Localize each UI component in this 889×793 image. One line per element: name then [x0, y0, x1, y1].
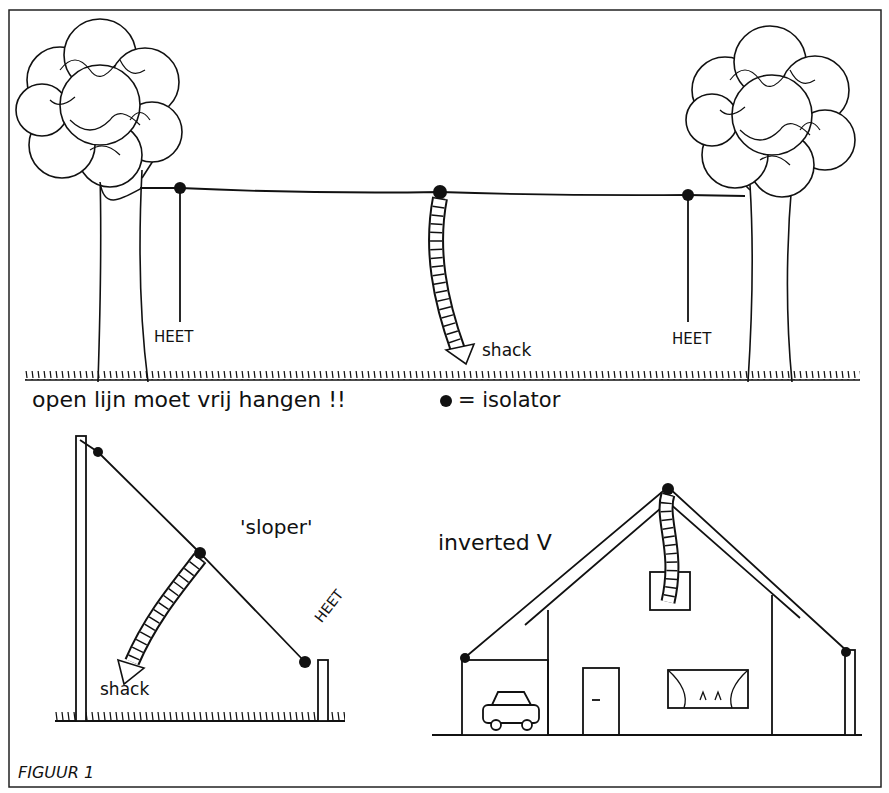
feed-note: HEET — [672, 331, 711, 348]
tree — [686, 26, 855, 382]
ladder-line — [666, 494, 672, 602]
sloper — [55, 436, 345, 721]
frame — [9, 10, 881, 787]
shack-label: shack — [100, 680, 149, 699]
figure-caption: FIGUUR 1 — [18, 764, 94, 782]
note: open lijn moet vrij hangen !! — [32, 388, 346, 412]
feed-note: HEET — [154, 329, 193, 346]
feed-note: HEET — [312, 587, 347, 625]
house — [432, 487, 862, 735]
legend-text: = isolator — [458, 389, 560, 412]
ladder-line — [436, 198, 474, 364]
tree — [16, 19, 182, 382]
antenna-name: 'sloper' — [240, 516, 312, 538]
isolator — [460, 483, 851, 663]
isolator — [174, 182, 694, 407]
shack-label: shack — [482, 341, 531, 360]
antenna-name: inverted V — [438, 531, 552, 555]
ground — [25, 371, 860, 380]
